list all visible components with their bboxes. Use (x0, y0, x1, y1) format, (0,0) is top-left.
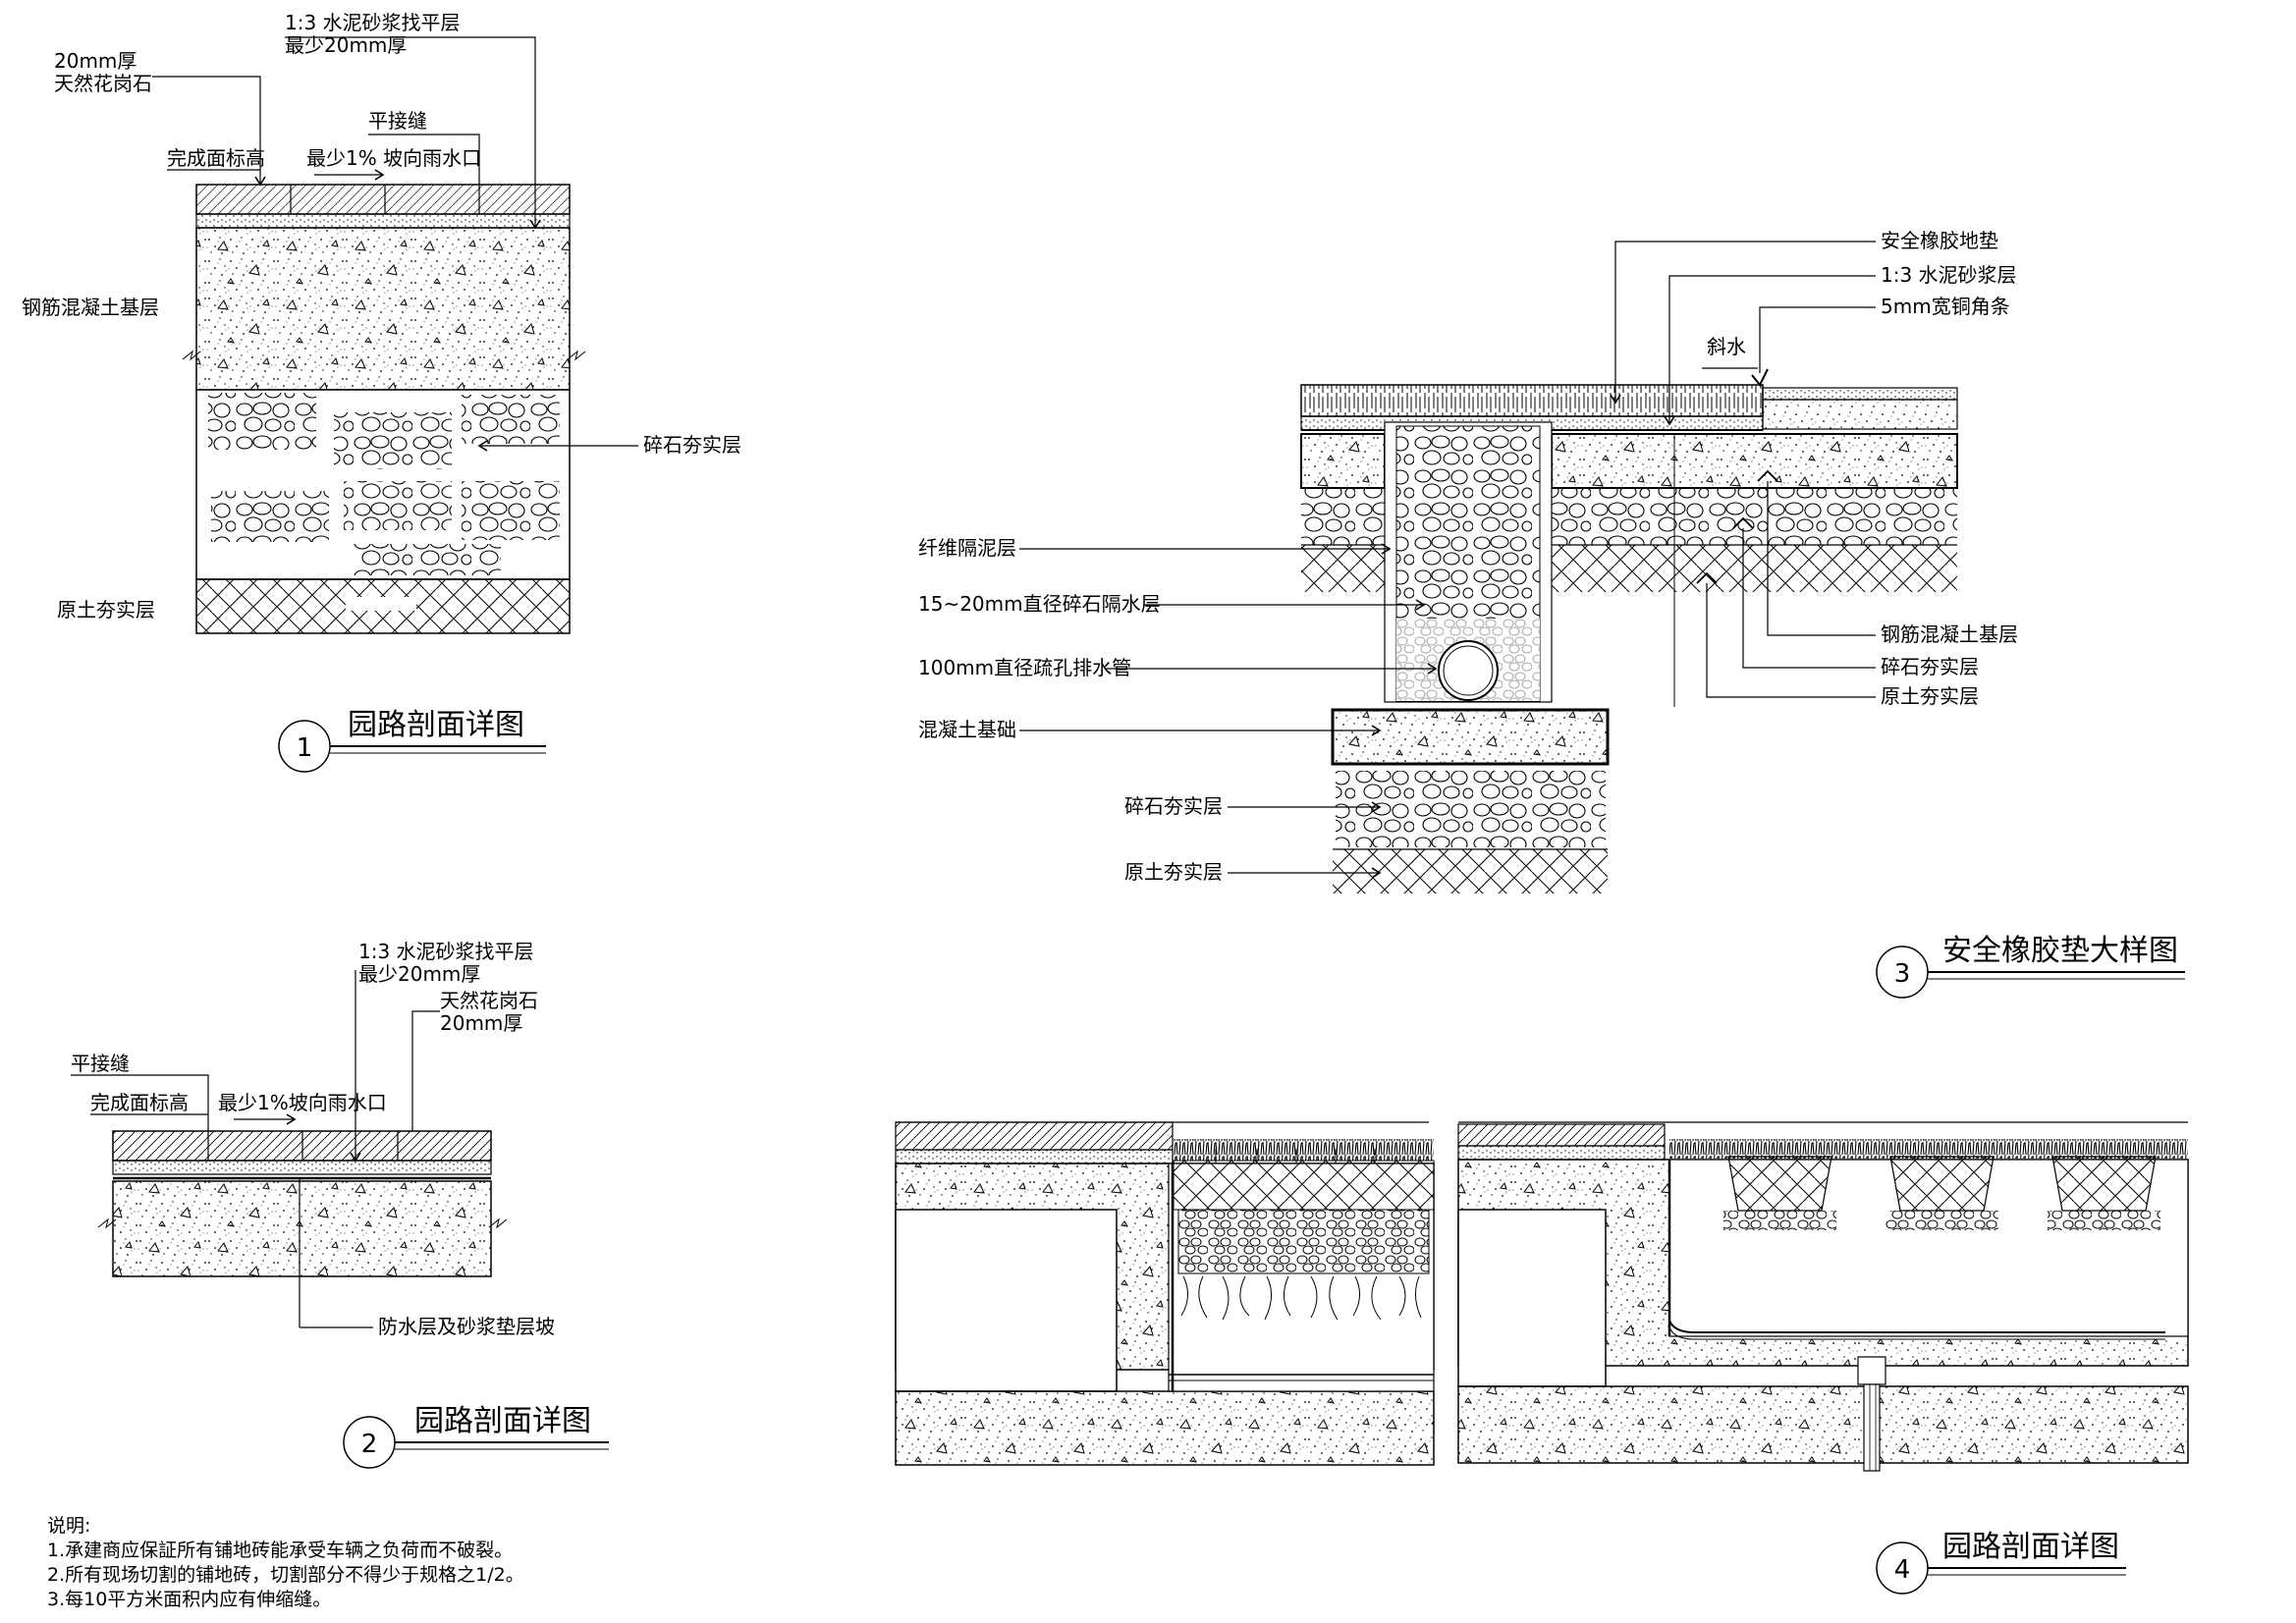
concrete-base-layer (195, 227, 571, 391)
detail-3-number: 3 (1894, 959, 1911, 989)
finish-level-label: 完成面标高 (167, 146, 265, 170)
copper-strip-label: 5mm宽铜角条 (1881, 295, 2010, 318)
slope-label: 斜水 (1707, 335, 1746, 358)
granite-label-b: 20mm厚 (440, 1011, 522, 1035)
granite-label-a: 天然花岗石 (440, 989, 538, 1012)
soil-label: 原土夯实层 (57, 598, 155, 622)
granite-label-a: 20mm厚 (54, 49, 137, 73)
waterproof-label: 防水层及砂浆垫层坡 (378, 1315, 555, 1338)
gravel-left-label: 碎石夯实层 (1124, 794, 1223, 818)
slope-label: 最少1%坡向雨水口 (218, 1091, 387, 1114)
soil-footing-layer (1333, 849, 1608, 893)
rubber-mat-label: 安全橡胶地垫 (1881, 229, 1998, 252)
finish-level-label: 完成面标高 (90, 1091, 189, 1114)
concrete-base-right (1551, 433, 1958, 489)
concrete-base-left (1300, 433, 1386, 489)
gravel-label: 碎石夯实层 (643, 433, 741, 457)
stone-layer-label: 15~20mm直径碎石隔水层 (918, 592, 1161, 616)
concrete-base-label: 钢筋混凝土基层 (22, 296, 159, 319)
detail-2-section: 1:3 水泥砂浆找平层 最少20mm厚 天然花岗石 20mm厚 平接缝 完成面标… (71, 940, 609, 1469)
floor-drain (1857, 1356, 1886, 1385)
detail-4-number: 4 (1894, 1555, 1911, 1585)
gravel-right-label: 碎石夯实层 (1881, 655, 1979, 678)
concrete-footing-label: 混凝土基础 (918, 718, 1016, 741)
mortar-label: 1:3 水泥砂浆层 (1881, 263, 2017, 287)
flush-joint-label: 平接缝 (71, 1052, 130, 1075)
concrete-base-layer (112, 1180, 492, 1277)
detail-2-number: 2 (361, 1430, 378, 1459)
mortar-label-a: 1:3 水泥砂浆找平层 (358, 940, 534, 963)
general-notes: 说明: 1.承建商应保証所有铺地砖能承受车辆之负荷而不破裂。 2.所有现场切割的… (47, 1515, 524, 1610)
detail-4-section: 4 园路剖面详图 (895, 1121, 2189, 1595)
grass-layer (1669, 1139, 2188, 1159)
rubber-mat-layer (1300, 384, 1764, 417)
granite-label-b: 天然花岗石 (54, 72, 152, 95)
drain-pipe-label: 100mm直径疏孔排水管 (918, 656, 1131, 679)
detail-3-title: 安全橡胶垫大样图 (1942, 934, 2178, 968)
fiber-layer-label: 纤维隔泥层 (918, 536, 1016, 560)
slope-label: 最少1% 坡向雨水口 (306, 146, 481, 170)
soil-left-label: 原土夯实层 (1124, 860, 1223, 884)
flush-joint-label: 平接缝 (368, 109, 427, 133)
gravel-footing-layer (1336, 771, 1606, 847)
mortar-label-a: 1:3 水泥砂浆找平层 (285, 11, 461, 34)
note-line-1: 1.承建商应保証所有铺地砖能承受车辆之负荷而不破裂。 (47, 1540, 513, 1561)
soil-right-label: 原土夯实层 (1881, 684, 1979, 708)
mortar-label-b: 最少20mm厚 (285, 33, 407, 57)
detail-3-section: 安全橡胶地垫 1:3 水泥砂浆层 5mm宽铜角条 斜水 纤维隔泥层 15~20m… (918, 229, 2185, 999)
mortar-layer (112, 1160, 492, 1175)
mortar-layer (195, 213, 571, 229)
notes-heading: 说明: (47, 1515, 90, 1537)
grass-layer (1174, 1139, 1434, 1161)
concrete-footing (1331, 708, 1610, 766)
detail-2-title: 园路剖面详图 (414, 1404, 591, 1438)
drain-pipe (1438, 640, 1499, 701)
detail-1-section: 20mm厚 天然花岗石 1:3 水泥砂浆找平层 最少20mm厚 平接缝 完成面标… (22, 11, 741, 773)
note-line-3: 3.每10平方米面积内应有伸缩缝。 (47, 1589, 331, 1610)
detail-1-number: 1 (297, 733, 313, 763)
mortar-label-b: 最少20mm厚 (358, 962, 480, 986)
concrete-base-label: 钢筋混凝土基层 (1881, 622, 2018, 646)
note-line-2: 2.所有现场切割的铺地砖，切割部分不得少于规格之1/2。 (47, 1564, 524, 1586)
detail-1-title: 园路剖面详图 (348, 708, 524, 742)
detail-4-title: 园路剖面详图 (1942, 1530, 2119, 1564)
